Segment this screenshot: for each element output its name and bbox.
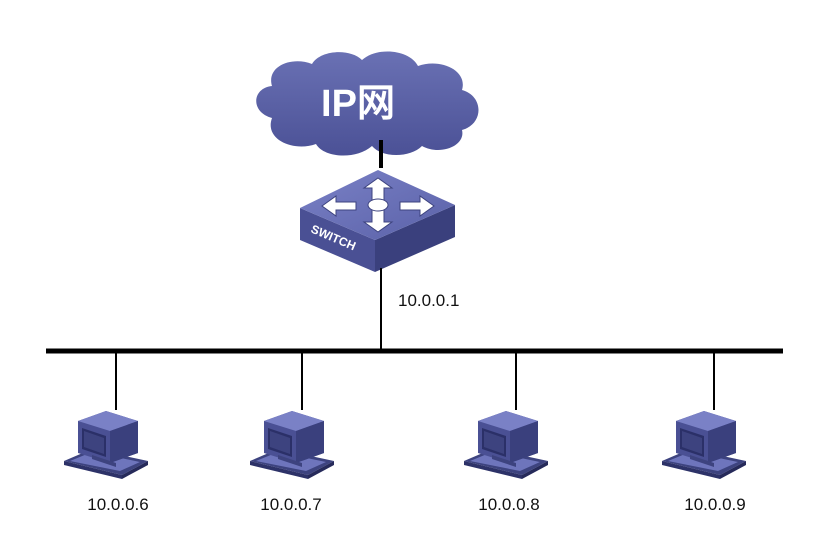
switch-icon: SWITCH xyxy=(300,170,455,272)
host-ip-label: 10.0.0.9 xyxy=(684,495,745,514)
computer-icon xyxy=(662,411,746,479)
cloud-label: IP网 xyxy=(321,83,395,125)
computer-icon xyxy=(64,411,148,479)
host-ip-label: 10.0.0.8 xyxy=(478,495,539,514)
host-ip-label: 10.0.0.7 xyxy=(260,495,321,514)
computer-icon xyxy=(464,411,548,479)
host-ip-label: 10.0.0.6 xyxy=(87,495,148,514)
ip-network-cloud: IP网 xyxy=(256,51,479,156)
switch-ip-label: 10.0.0.1 xyxy=(398,291,459,310)
computer-icon xyxy=(250,411,334,479)
